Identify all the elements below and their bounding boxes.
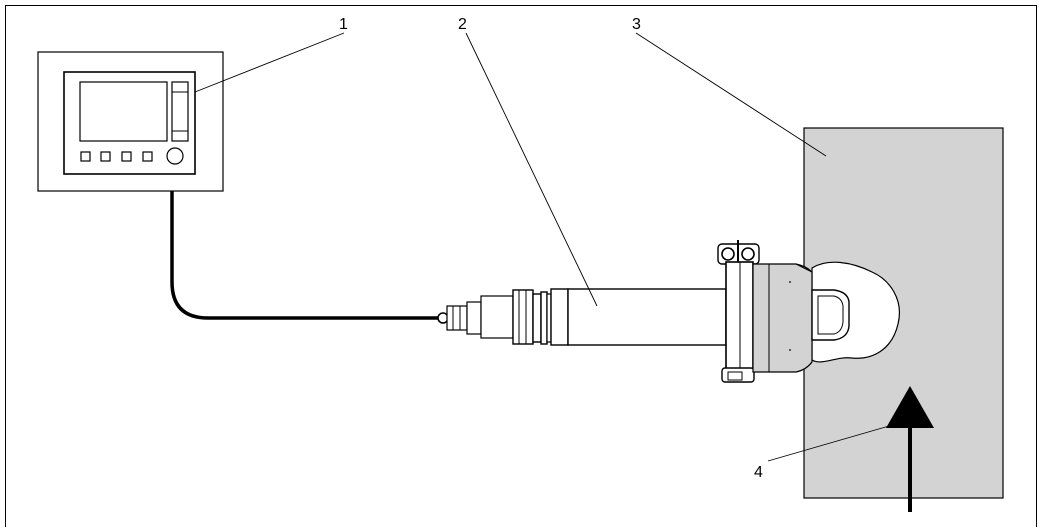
- callout-2: 2: [458, 16, 467, 33]
- transmitter-unit: [37, 51, 224, 192]
- cable-plug: [446, 305, 468, 331]
- leader-line-1: [194, 32, 345, 93]
- callout-3: 3: [632, 16, 641, 33]
- transmitter-display: [79, 81, 168, 142]
- sensor-shaft: [567, 288, 727, 346]
- callout-1: 1: [339, 16, 348, 33]
- transmitter-key-3: [121, 151, 132, 162]
- flow-direction-arrow: [886, 386, 934, 512]
- sensor-cable: [170, 191, 440, 320]
- sensor-nut: [550, 288, 569, 346]
- callout-4: 4: [754, 464, 763, 481]
- threaded-head: [512, 289, 534, 345]
- transmitter-side-indicator: [171, 81, 189, 142]
- transmitter-knob: [166, 147, 184, 165]
- transmitter-key-2: [100, 151, 111, 162]
- diagram-frame: [5, 5, 1037, 532]
- leader-line-3: [635, 32, 827, 157]
- weld-adapter: [752, 263, 813, 373]
- connector-sleeve: [480, 295, 514, 339]
- leader-line-4: [767, 425, 890, 462]
- transmitter-key-1: [80, 151, 91, 162]
- sensor-assembly: [437, 240, 850, 383]
- transmitter-key-4: [142, 151, 153, 162]
- leader-line-2: [465, 32, 598, 307]
